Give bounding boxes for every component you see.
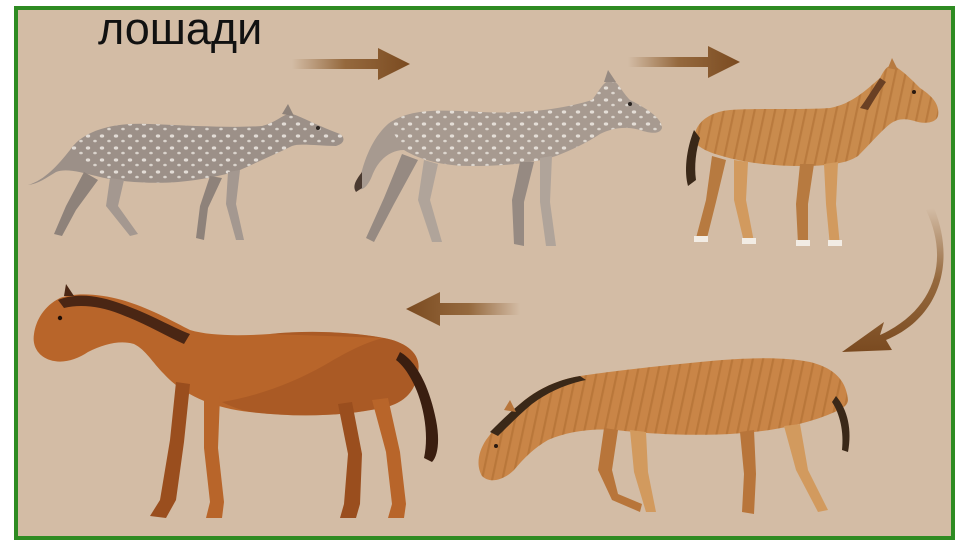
modern-horse-icon	[34, 284, 438, 518]
eohippus-icon	[28, 104, 343, 240]
arrow-curve-down	[842, 208, 944, 352]
merychippus-icon	[686, 58, 938, 246]
pliohippus-icon	[479, 358, 850, 514]
arrow-left	[406, 292, 520, 326]
page-title: лошади	[98, 6, 262, 52]
arrow-right-1	[292, 48, 410, 80]
arrow-right-2	[628, 46, 740, 78]
mesohippus-icon	[354, 70, 662, 246]
